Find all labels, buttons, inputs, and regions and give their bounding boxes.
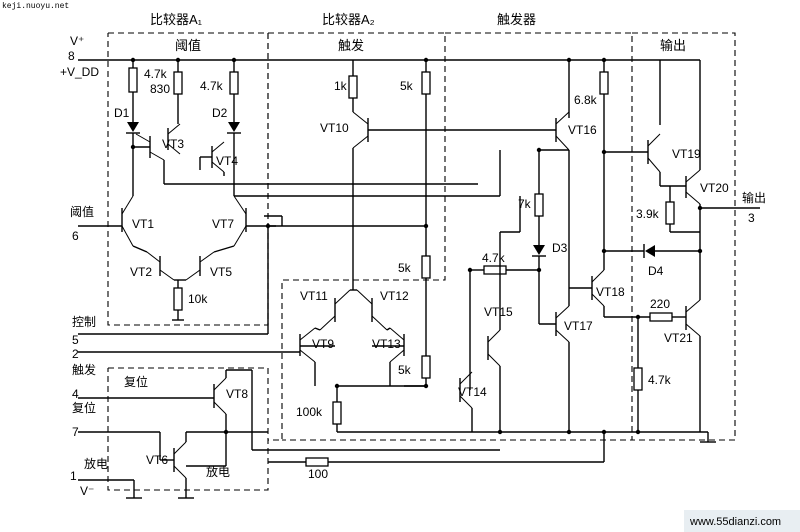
label-r4k7-b: 4.7k <box>200 79 224 93</box>
output-box <box>632 32 736 441</box>
resistor-7k <box>534 193 544 217</box>
watermark-top: keji.nuoyu.net <box>2 2 69 11</box>
label-r4k7-mid: 4.7k <box>482 251 506 265</box>
label-vt12: VT12 <box>380 289 409 303</box>
threshold-pin-label: 阈值 <box>70 204 94 219</box>
inner-reset-label: 复位 <box>124 374 148 389</box>
pin3-label: 3 <box>748 211 755 225</box>
diode-d2 <box>228 122 240 132</box>
inner-discharge-label: 放电 <box>206 464 230 479</box>
label-vt15: VT15 <box>484 305 513 319</box>
label-vt8: VT8 <box>226 387 248 401</box>
diode-d1 <box>127 122 139 132</box>
label-vt1: VT1 <box>132 217 154 231</box>
resistor-5k-mid <box>421 255 431 279</box>
diode-d4 <box>645 245 655 257</box>
discharge-pin-label: 放电 <box>84 456 108 471</box>
resistor-4k7-b <box>229 71 239 95</box>
title-trigger: 触发器 <box>497 12 536 27</box>
label-vt9: VT9 <box>312 337 334 351</box>
label-vt19: VT19 <box>672 147 701 161</box>
label-vt4: VT4 <box>216 154 238 168</box>
label-vt16: VT16 <box>568 123 597 137</box>
transistor-labels: VT3 VT4 VT1 VT7 VT2 VT5 VT10 VT11 VT12 V… <box>130 121 729 467</box>
reset-discharge-box <box>107 367 269 491</box>
subtitle-output: 输出 <box>660 38 686 53</box>
label-vt14: VT14 <box>458 385 487 399</box>
resistor-100 <box>305 457 329 467</box>
label-r220: 220 <box>650 297 670 311</box>
label-vt17: VT17 <box>564 319 593 333</box>
resistor-4k7-a <box>128 67 138 93</box>
resistor-830 <box>173 71 183 95</box>
v-minus-label: V⁻ <box>80 484 94 498</box>
pin2-label: 2 <box>72 347 79 361</box>
label-d2: D2 <box>212 106 228 120</box>
label-vt21: VT21 <box>664 331 693 345</box>
label-vt2: VT2 <box>130 265 152 279</box>
pin5-label: 5 <box>72 333 79 347</box>
label-vt6: VT6 <box>146 453 168 467</box>
resistor-1k <box>348 75 358 99</box>
label-r100: 100 <box>308 467 328 481</box>
pin7-label: 7 <box>72 425 79 439</box>
diode-d3 <box>533 245 545 255</box>
resistor-6k8 <box>599 71 609 95</box>
label-r7k: 7k <box>518 197 532 211</box>
label-vt5-a1: VT5 <box>210 265 232 279</box>
label-r4k7-out: 4.7k <box>648 373 672 387</box>
label-r3k9: 3.9k <box>636 207 660 221</box>
subtitle-trigger: 触发 <box>338 38 364 53</box>
junctions <box>130 57 703 435</box>
resistor-4k7-mid <box>483 265 507 275</box>
label-r5k-top: 5k <box>400 79 414 93</box>
resistor-5k-top <box>421 71 431 95</box>
label-vt7: VT7 <box>212 217 234 231</box>
diodes <box>126 122 655 258</box>
label-r10k: 10k <box>188 292 208 306</box>
label-r5k-low: 5k <box>398 363 412 377</box>
label-d3: D3 <box>552 241 568 255</box>
title-comparator-a1: 比较器A₁ <box>150 12 203 27</box>
label-r6k8: 6.8k <box>574 93 598 107</box>
label-r1k: 1k <box>334 79 348 93</box>
watermark-site-bg <box>684 510 800 532</box>
pin1-label: 1 <box>70 469 77 483</box>
title-comparator-a2: 比较器A₂ <box>322 12 375 27</box>
reset-pin-label: 复位 <box>72 400 96 415</box>
pin8-label: 8 <box>68 49 75 63</box>
label-d4: D4 <box>648 264 664 278</box>
control-pin-label: 控制 <box>72 315 96 329</box>
label-r100k: 100k <box>296 405 323 419</box>
resistor-5k-low <box>421 355 431 379</box>
watermark-site: www.55dianzi.com <box>689 516 781 528</box>
resistor-100k <box>332 401 342 425</box>
label-r5k-mid: 5k <box>398 261 412 275</box>
label-vt11: VT11 <box>300 289 328 303</box>
pin6-label: 6 <box>72 229 79 243</box>
resistor-220 <box>649 312 673 322</box>
trigger-pin-label: 触发 <box>72 362 96 377</box>
label-vt20: VT20 <box>700 181 729 195</box>
pin4-label: 4 <box>72 387 79 401</box>
output-pin-label: 输出 <box>742 190 766 205</box>
subtitle-threshold: 阈值 <box>175 38 201 53</box>
label-vt10: VT10 <box>320 121 349 135</box>
resistor-10k <box>173 287 183 311</box>
vdd-label: +V_DD <box>60 65 99 79</box>
label-r830: 830 <box>150 82 170 96</box>
wiring <box>78 60 760 499</box>
label-d1: D1 <box>114 106 130 120</box>
label-vt13: VT13 <box>372 337 401 351</box>
resistor-4k7-out <box>633 367 643 391</box>
trigger-box <box>282 32 633 441</box>
resistor-3k9 <box>665 201 675 225</box>
comparator-a2-box <box>268 32 446 441</box>
label-vt3: VT3 <box>162 137 184 151</box>
label-vt18: VT18 <box>596 285 625 299</box>
label-r4k7-a: 4.7k <box>144 67 168 81</box>
v-plus-label: V⁺ <box>70 34 84 48</box>
